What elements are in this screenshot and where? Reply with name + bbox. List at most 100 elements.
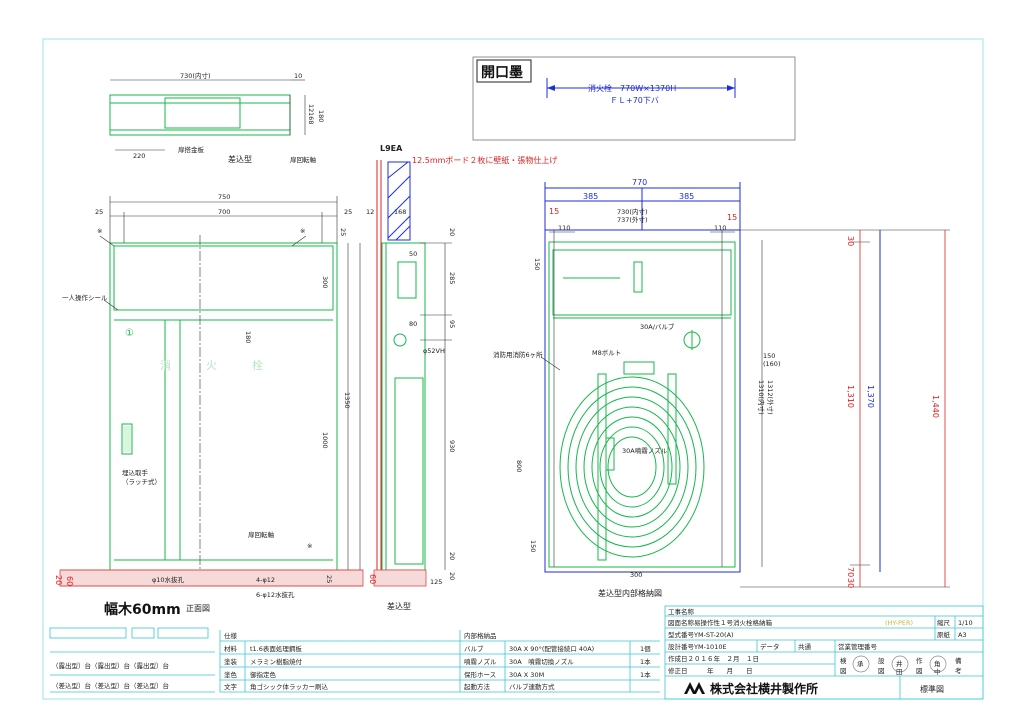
side-20b-label: 20: [448, 552, 456, 560]
spec-v-3: 角ゴシック体ラッカー刷込: [250, 682, 329, 691]
sales-number: 営業管理番号: [838, 642, 878, 651]
side-20c-label: 20: [448, 572, 456, 580]
model-number: 型式番号YM-ST-20(A): [668, 630, 734, 639]
front-handle-label: 埋込取手: [122, 468, 149, 477]
inner-150b-label: 150: [763, 352, 775, 360]
spec-v-0: t1.6表面処理鋼板: [250, 644, 302, 653]
side-80-label: 80: [409, 320, 417, 328]
top-168-label: 168: [307, 112, 315, 124]
front-25d-label: 25: [325, 575, 333, 583]
front-750-label: 750: [218, 193, 230, 201]
opening-title: 開口墨: [481, 65, 523, 81]
spec-ik-3: 起動方法: [464, 682, 491, 691]
baseboard-label: 幅木60mm: [104, 601, 181, 618]
front-view-title: 正面図: [186, 604, 210, 613]
spec-ik-1: 噴霧ノズル: [464, 657, 497, 666]
top-180-label: 180: [317, 110, 325, 122]
inner-bolt-label: M8ボルト: [592, 349, 621, 357]
company-name: 株式会社横井製作所: [710, 681, 818, 696]
spec-q-1: 1本: [640, 657, 651, 666]
sheet-border: [42, 38, 984, 700]
top-hinge-plate-label: 扉搭金板: [178, 145, 205, 154]
inner-150a-label: 150: [533, 258, 541, 270]
opening-note: 開口墨 消火栓 770W×1370H ＦＬ+70下バ: [472, 56, 796, 141]
dim-1310-label: 1,310: [846, 385, 855, 408]
front-300-label: 300: [321, 276, 329, 288]
spec-ik-2: 保形ホース: [464, 670, 496, 679]
top-220-label: 220: [133, 152, 145, 160]
inner-15b-label: 15: [727, 213, 737, 222]
inner-valve-label: 30A/バルブ: [640, 322, 675, 331]
spec-q-0: 1個: [640, 644, 651, 653]
inner-730-label: 730(内寸): [617, 207, 647, 216]
inner-hook-label: 消防用消防6ヶ所: [493, 350, 543, 359]
dim-70-label: 70: [846, 567, 855, 577]
spec-k-3: 文字: [224, 682, 238, 691]
front-view: ① 消 火 栓 750 700 25 25 25 300 1350 1000 1…: [54, 193, 364, 618]
spec-left-row1: （露出型）台（露出型）台（露出型）台: [52, 661, 169, 670]
front-hole12-label: 4-φ12: [256, 576, 275, 584]
scale-label: 縮尺: [937, 618, 951, 627]
front-700-label: 700: [218, 208, 230, 216]
top-view-title: 差込型: [228, 154, 252, 164]
inner-1310a-label: 1310(内寸): [757, 380, 766, 415]
top-12-label: 12: [307, 104, 315, 112]
side-12-label: 12: [366, 208, 374, 216]
front-60-label: 60: [65, 576, 74, 586]
side-930-label: 930: [448, 440, 456, 452]
inner-110a-label: 110: [558, 224, 570, 232]
inner-300-label: 300: [630, 571, 642, 579]
drawing-tag: (HY-PER): [885, 619, 913, 627]
stamp-f: 考: [955, 667, 962, 675]
drawing-name: 図面名称易操作性１号消火栓格納箱: [668, 618, 773, 627]
dim-30b-label: 30: [846, 578, 855, 588]
side-95-label: 95: [448, 320, 456, 328]
company-logo-icon: [684, 682, 705, 694]
side-60-label: 60: [368, 574, 377, 584]
revised-date: 修正日 年 月 日: [668, 666, 753, 675]
side-168-label: 168: [394, 208, 406, 216]
stamp-e: 中: [934, 667, 941, 676]
inner-15a-label: 15: [549, 207, 559, 216]
spec-v-1: メラミン樹脂焼付: [250, 657, 303, 666]
baseboard-strip: [59, 569, 364, 587]
side-view-title: 差込型: [387, 601, 411, 611]
inner-view-title: 差込型内部格納図: [598, 588, 662, 598]
inner-150c-label: 150: [529, 540, 537, 552]
top-10-label: 10: [294, 72, 302, 80]
spec-ik-0: バルブ: [464, 644, 484, 653]
paper-value: A3: [958, 631, 967, 639]
dim-1370-label: 1,370: [866, 385, 875, 408]
stamp-d: 田: [896, 668, 903, 676]
front-hinge-label: 扉回転軸: [248, 530, 275, 539]
stamp-5: 作: [916, 656, 923, 665]
inner-1312-label: 1312(外寸): [766, 380, 775, 415]
spec-q-2: 1本: [640, 670, 651, 679]
x-mark-3: ※: [307, 542, 312, 550]
spec-inner-header: 内部格納品: [464, 631, 497, 640]
front-number-mark: ①: [125, 328, 134, 339]
top-width-label: 730(内寸): [180, 71, 210, 80]
side-285-label: 285: [448, 272, 456, 284]
inner-800-label: 800: [515, 460, 523, 472]
paper-label: 原紙: [937, 630, 951, 639]
x-mark-1: ※: [97, 227, 102, 235]
standard-label: 標準図: [920, 684, 944, 694]
spec-header: 仕様: [224, 631, 238, 640]
side-view: L9EA 12.5mmボード２枚に壁紙・張物仕上げ 12 168 20 285 …: [366, 144, 557, 611]
stamp-b: 図: [878, 667, 885, 675]
inner-nozzle-label: 30A噴霧ノズル: [622, 446, 668, 455]
spec-v-2: 御指定色: [250, 670, 277, 679]
stamp-6: 角: [934, 659, 941, 668]
spec-table: （露出型）台（露出型）台（露出型）台 （差込型）台（差込型）台（差込型）台 仕様…: [49, 627, 660, 693]
front-180-label: 180: [244, 331, 252, 343]
front-1350-label: 1350: [343, 392, 351, 409]
stamp-4: 井: [896, 659, 903, 668]
inner-160-label: (160): [763, 360, 780, 368]
spec-iv-3: バルブ連動方式: [509, 682, 555, 691]
top-hinge-label: 扉回転軸: [290, 155, 317, 164]
side-50-label: 50: [409, 250, 417, 258]
front-handle2-label: （ラッチ式）: [122, 477, 161, 486]
spec-iv-2: 30A X 30M: [509, 671, 544, 679]
